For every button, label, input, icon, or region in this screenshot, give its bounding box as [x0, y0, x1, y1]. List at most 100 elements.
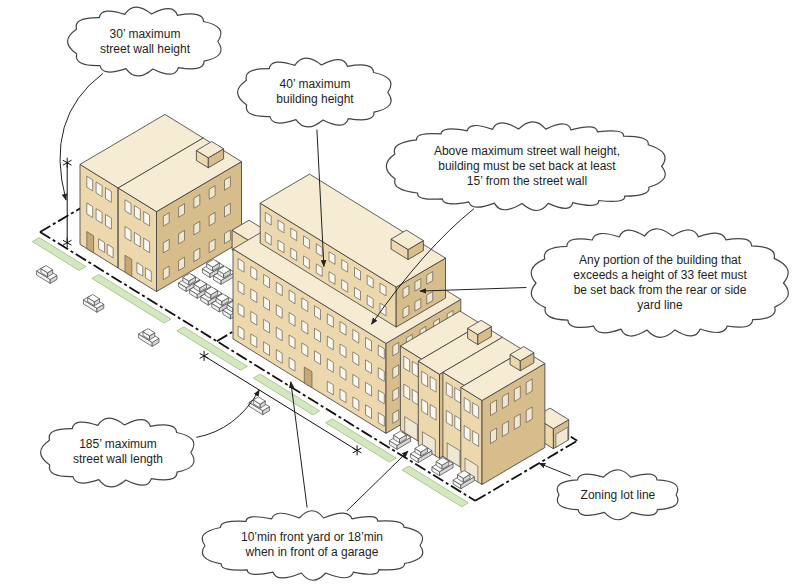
window — [514, 386, 520, 402]
window — [393, 365, 399, 379]
window — [446, 382, 452, 398]
car — [216, 294, 229, 302]
window — [145, 268, 151, 282]
callout-cloud: Any portion of the building that exceeds… — [524, 224, 796, 342]
callout-text: Any portion of the building that exceeds… — [573, 253, 748, 313]
car — [436, 458, 449, 466]
window — [278, 240, 284, 253]
callout-text: Above maximum street wall height, buildi… — [431, 144, 623, 189]
window — [342, 260, 348, 273]
dimension-tick — [63, 160, 72, 165]
dimension-tick — [200, 353, 209, 358]
leader-line — [372, 209, 474, 325]
dimension-tick — [63, 240, 72, 245]
cloud-shape — [67, 7, 220, 76]
window — [415, 299, 421, 312]
callout-cloud: 30’ maximum street wall height — [61, 2, 230, 81]
window — [276, 327, 282, 341]
window — [380, 283, 386, 296]
window — [264, 274, 270, 288]
window — [393, 387, 399, 401]
window — [251, 289, 257, 303]
door — [87, 232, 94, 253]
window — [367, 275, 373, 288]
car — [88, 295, 100, 302]
callout-cloud: 10’min front yard or 18’min when in fron… — [193, 506, 432, 585]
roof-bulkhead — [468, 320, 492, 334]
window — [304, 256, 310, 269]
rowhouse — [118, 138, 241, 212]
window — [265, 232, 271, 245]
window — [366, 360, 372, 374]
window — [87, 176, 93, 191]
car — [394, 431, 407, 439]
window — [473, 431, 479, 447]
leader-line — [196, 390, 259, 437]
window — [179, 204, 185, 218]
window — [329, 272, 335, 285]
window — [289, 358, 295, 372]
window — [316, 264, 322, 277]
callout-cloud: Zoning lot line — [547, 465, 688, 525]
window — [366, 382, 372, 396]
window — [427, 292, 433, 305]
roof-bulkhead — [196, 142, 223, 158]
window — [125, 200, 131, 215]
window — [209, 239, 215, 253]
height-dimension-line — [67, 163, 68, 243]
window — [464, 398, 470, 414]
window — [225, 203, 231, 217]
leader-line — [60, 74, 103, 201]
window — [144, 238, 150, 253]
window — [179, 257, 185, 271]
callout-text: 185’ maximum street wall length — [70, 437, 166, 467]
window — [291, 248, 297, 261]
window — [455, 416, 461, 432]
window — [422, 371, 428, 387]
window — [427, 272, 433, 285]
window — [225, 230, 231, 244]
window — [502, 393, 508, 409]
window — [278, 220, 284, 233]
window — [265, 212, 271, 225]
rowhouse — [461, 387, 482, 484]
window — [238, 304, 244, 318]
window — [251, 334, 257, 348]
window — [491, 428, 497, 444]
callout-text: Zoning lot line — [581, 488, 656, 503]
car — [457, 471, 470, 479]
leader-line — [539, 463, 571, 476]
car — [415, 444, 428, 452]
window — [251, 311, 257, 325]
car — [253, 397, 265, 404]
car — [205, 287, 218, 295]
window — [430, 405, 436, 421]
window — [422, 399, 428, 415]
window — [251, 266, 257, 280]
window — [315, 328, 321, 342]
window — [289, 313, 295, 327]
leader-line — [420, 288, 526, 292]
window — [473, 403, 479, 419]
window — [106, 214, 112, 229]
door — [304, 367, 312, 388]
leader-line — [291, 382, 307, 508]
window — [491, 400, 497, 416]
cloud-shape — [558, 470, 679, 520]
window — [455, 388, 461, 404]
window — [340, 367, 346, 381]
window — [526, 379, 532, 395]
window — [99, 239, 105, 253]
callout-cloud: Above maximum street wall height, buildi… — [380, 117, 674, 216]
car — [41, 266, 53, 273]
window — [367, 295, 373, 308]
car — [194, 280, 207, 288]
window — [238, 326, 244, 340]
window — [329, 252, 335, 265]
window — [327, 381, 333, 395]
window — [134, 232, 140, 247]
window — [340, 389, 346, 403]
window — [144, 211, 150, 226]
rowhouse — [461, 350, 545, 400]
